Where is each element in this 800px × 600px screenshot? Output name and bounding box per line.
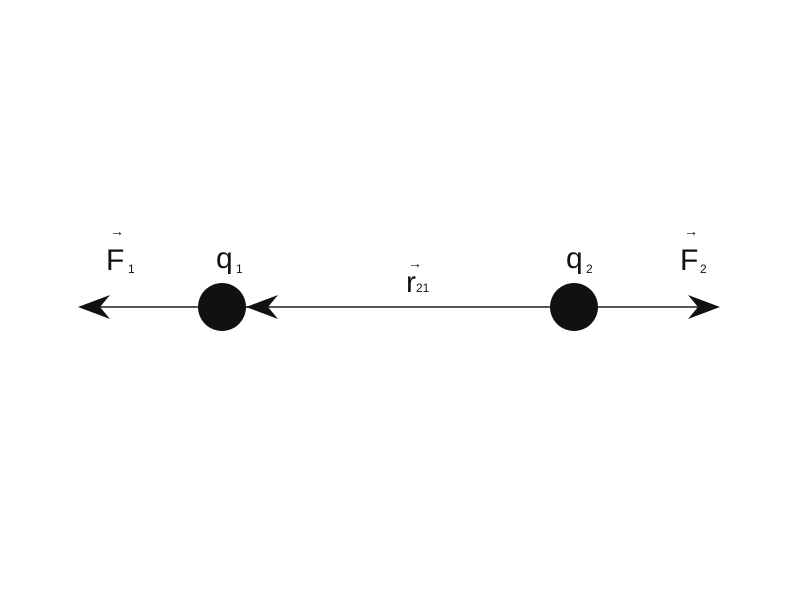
charge-left-symbol: q (216, 242, 233, 275)
charge-right-subscript: 2 (586, 262, 593, 276)
force-right-vector-arrow: → (684, 223, 698, 239)
charge-left-subscript: 1 (236, 262, 243, 276)
charge-q1 (198, 283, 246, 331)
separation-arrowhead (246, 295, 278, 319)
separation-vector-arrow: → (408, 255, 422, 271)
force-left-subscript: 1 (128, 262, 135, 276)
force-right-arrowhead (688, 295, 720, 319)
separation-symbol: r (406, 266, 416, 299)
charge-right-symbol: q (566, 242, 583, 275)
separation-subscript: 21 (416, 281, 430, 295)
force-left-arrowhead (78, 295, 110, 319)
force-left-vector-arrow: → (110, 223, 124, 239)
force-left-symbol: F (106, 244, 124, 277)
force-right-subscript: 2 (700, 262, 707, 276)
force-right-symbol: F (680, 244, 698, 277)
charge-q2 (550, 283, 598, 331)
